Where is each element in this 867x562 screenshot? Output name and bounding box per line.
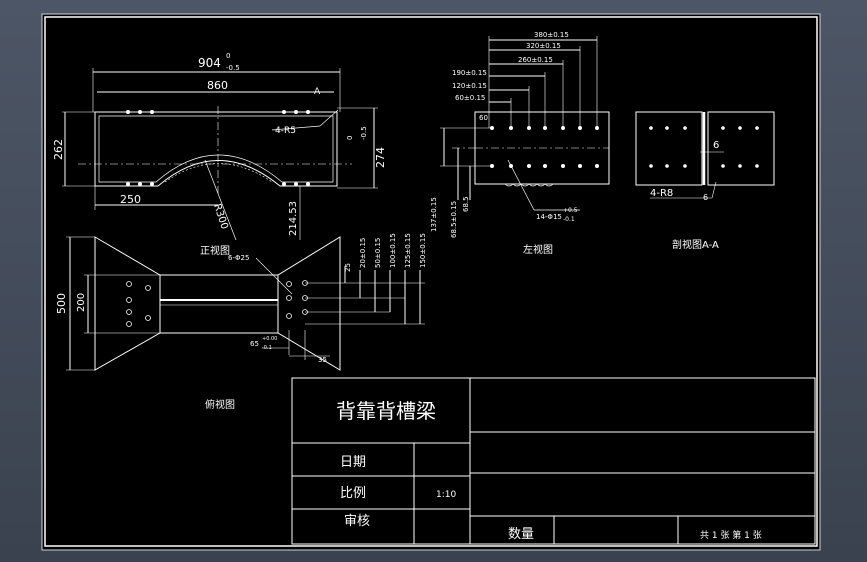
dim-68-5b: 68.5 bbox=[462, 196, 470, 212]
drawing-border bbox=[44, 16, 818, 547]
drawing-sheet bbox=[41, 13, 821, 551]
left-view-caption: 左视图 bbox=[523, 243, 553, 256]
scale-value: 1:10 bbox=[436, 490, 456, 500]
dim-904-tol-upper: 0 bbox=[226, 52, 230, 60]
dim-4-r8: 4-R8 bbox=[650, 188, 673, 199]
dim-4-r5: 4-R5 bbox=[275, 126, 296, 136]
section-view-labels: 6 4-R8 6 剖视图A-A bbox=[650, 140, 719, 251]
top-view-labels: 500 200 6-Φ25 25 20±0.15 50±0.15 100±0.1… bbox=[55, 233, 427, 411]
dim-60: 60±0.15 bbox=[455, 94, 485, 102]
dim-65-tol-upper: +0.00 bbox=[262, 336, 277, 342]
dim-860: 860 bbox=[207, 79, 228, 92]
dim-6b: 6 bbox=[703, 193, 708, 202]
drawing-title: 背靠背槽梁 bbox=[336, 399, 436, 423]
dim-6a: 6 bbox=[713, 140, 719, 151]
top-view-caption: 俯视图 bbox=[205, 398, 235, 411]
top-view bbox=[66, 236, 425, 371]
dim-200: 200 bbox=[76, 293, 87, 312]
dim-190: 190±0.15 bbox=[452, 69, 487, 77]
dim-14-holes: 14-Φ15 bbox=[536, 213, 562, 221]
dim-100: 100±0.15 bbox=[389, 233, 397, 268]
dim-14-holes-tol-lower: -0.1 bbox=[563, 216, 575, 223]
left-view-labels: 380±0.15 320±0.15 260±0.15 190±0.15 120±… bbox=[430, 31, 578, 256]
sheet-text: 共 1 张 第 1 张 bbox=[700, 529, 762, 541]
dim-20: 20±0.15 bbox=[359, 238, 367, 268]
dim-14-holes-tol-upper: +0.5 bbox=[563, 207, 578, 214]
dim-274-tol-upper: 0 bbox=[346, 136, 354, 140]
title-block bbox=[291, 377, 816, 545]
section-mark-a: A bbox=[314, 87, 321, 97]
dim-50: 50±0.15 bbox=[374, 238, 382, 268]
dim-214-53: 214.53 bbox=[288, 201, 299, 236]
quantity-label: 数量 bbox=[508, 527, 534, 542]
left-view bbox=[440, 36, 610, 211]
dim-380: 380±0.15 bbox=[534, 31, 569, 39]
section-view-caption: 剖视图A-A bbox=[672, 238, 719, 251]
review-label: 审核 bbox=[344, 514, 370, 529]
title-block-labels: 背靠背槽梁 日期 比例 1:10 审核 数量 共 1 张 第 1 张 bbox=[336, 399, 762, 542]
front-view bbox=[62, 68, 378, 241]
dim-137: 137±0.15 bbox=[430, 197, 438, 232]
dim-150: 150±0.15 bbox=[419, 233, 427, 268]
dim-6-holes: 6-Φ25 bbox=[228, 254, 249, 262]
dim-500: 500 bbox=[55, 293, 68, 314]
dim-904-tol-lower: -0.5 bbox=[226, 64, 240, 72]
dim-60b: 60 bbox=[479, 114, 488, 122]
dim-35: 35 bbox=[318, 356, 327, 364]
date-label: 日期 bbox=[340, 455, 366, 470]
dim-260: 260±0.15 bbox=[518, 56, 553, 64]
dim-262: 262 bbox=[52, 139, 65, 160]
scale-label: 比例 bbox=[340, 486, 366, 501]
dim-68-5a: 68.5±0.15 bbox=[450, 201, 458, 238]
dim-65-tol-lower: -0.1 bbox=[262, 345, 272, 351]
dim-120: 120±0.15 bbox=[452, 82, 487, 90]
dim-274: 274 bbox=[374, 147, 387, 168]
dim-65: 65 bbox=[250, 340, 259, 348]
dim-904: 904 bbox=[198, 56, 221, 70]
dim-320: 320±0.15 bbox=[526, 42, 561, 50]
front-view-caption: 正视图 bbox=[200, 244, 230, 257]
dim-25: 25 bbox=[344, 263, 352, 272]
dim-250: 250 bbox=[120, 193, 141, 206]
dim-274-tol-lower: -0.5 bbox=[360, 126, 368, 140]
section-view bbox=[635, 111, 775, 199]
dim-125: 125±0.15 bbox=[404, 233, 412, 268]
